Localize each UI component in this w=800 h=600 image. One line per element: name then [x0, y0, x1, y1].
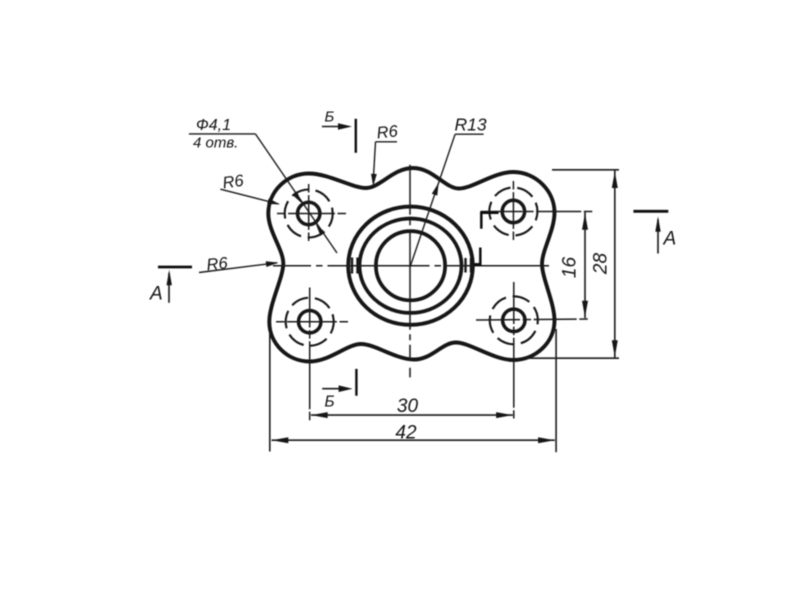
svg-text:28: 28: [591, 253, 612, 276]
svg-text:30: 30: [397, 396, 419, 417]
svg-text:42: 42: [395, 423, 417, 444]
svg-text:4 отв.: 4 отв.: [193, 135, 238, 152]
svg-text:А: А: [149, 284, 163, 305]
svg-text:Б: Б: [325, 394, 335, 411]
svg-text:А: А: [663, 229, 677, 250]
svg-text:R6: R6: [221, 172, 245, 193]
svg-text:R13: R13: [455, 115, 487, 135]
svg-text:R6: R6: [206, 254, 230, 274]
svg-text:Б: Б: [325, 109, 335, 126]
svg-text:Ф4,1: Ф4,1: [196, 117, 231, 134]
svg-text:16: 16: [560, 257, 581, 279]
svg-text:R6: R6: [376, 122, 400, 142]
